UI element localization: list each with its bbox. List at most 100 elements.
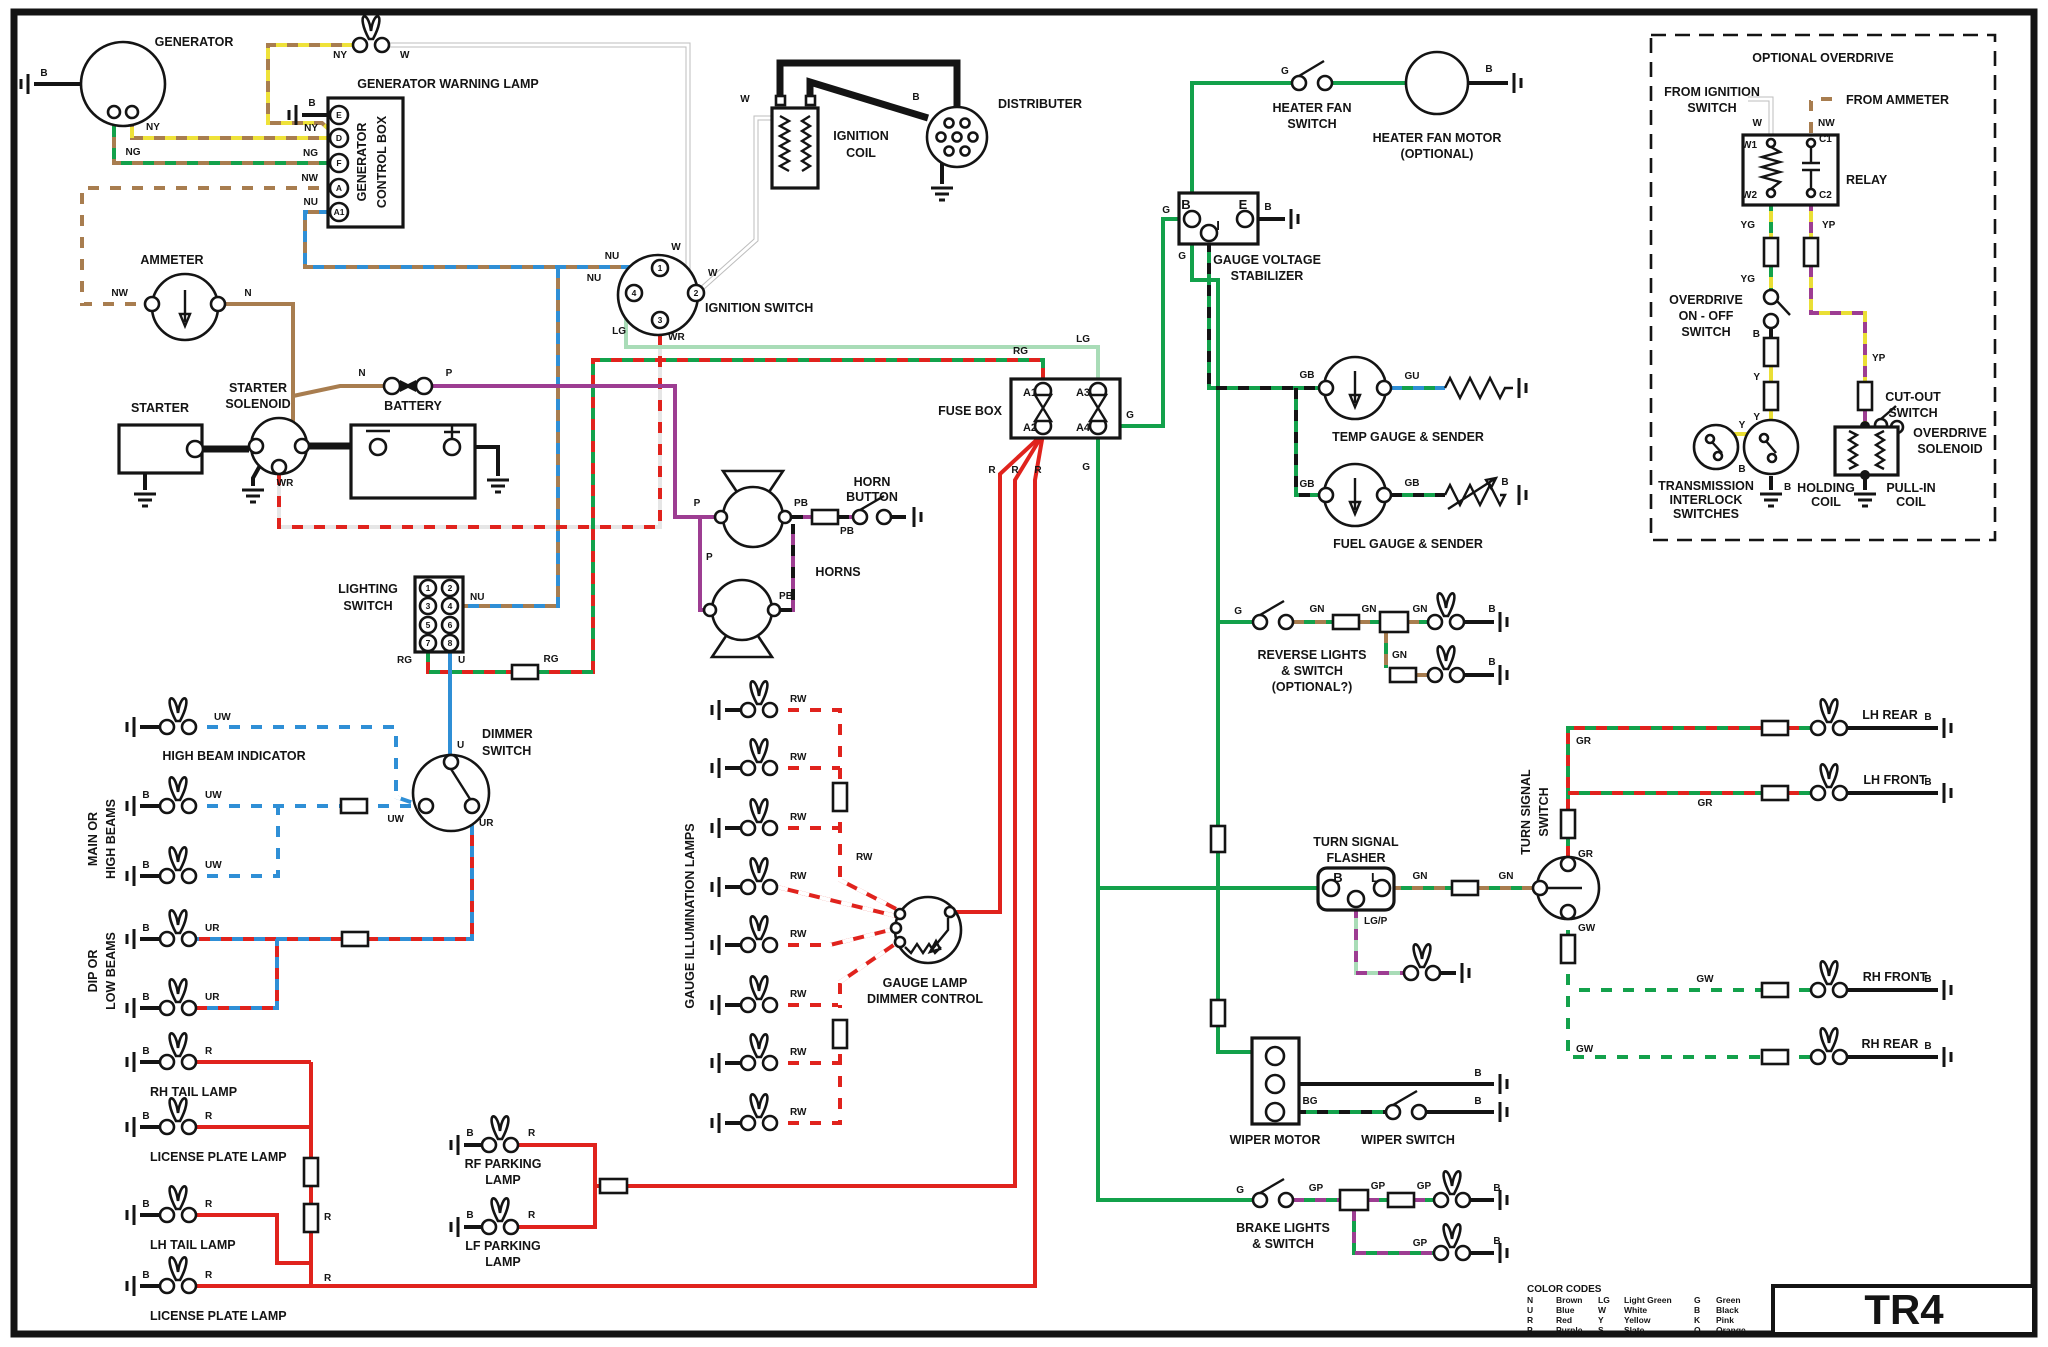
label: RH FRONT [1863, 970, 1928, 984]
wire-code: B [142, 1199, 149, 1210]
label: COIL [1811, 495, 1841, 509]
terminal-id: E [336, 110, 342, 120]
wire-code: UR [479, 818, 494, 829]
horn-symbol [721, 485, 785, 549]
color-codes-legend: COLOR CODES N Brown U Blue R Red P Purpl… [1527, 1284, 1746, 1335]
label: RF PARKING [465, 1157, 542, 1171]
wire-code: B [912, 92, 919, 103]
terminal-id: A4 [1076, 422, 1091, 434]
wire-code: B [1474, 1068, 1481, 1079]
wire-code: GB [1300, 370, 1315, 381]
wire-code: Y [1753, 372, 1760, 383]
fuse [1559, 808, 1577, 840]
label: GAUGE VOLTAGE [1213, 253, 1321, 267]
fuse [1762, 336, 1780, 368]
fuse [1386, 1191, 1416, 1209]
plus-sign [444, 424, 460, 440]
label: SWITCH [482, 744, 531, 758]
battery-box [349, 423, 477, 500]
wire [1190, 227, 1266, 1054]
label: FUSE BOX [938, 404, 1003, 418]
label: FROM AMMETER [1846, 93, 1949, 107]
wire-code: RW [790, 812, 807, 823]
terminal [1805, 137, 1817, 149]
label: LH TAIL LAMP [150, 1238, 236, 1252]
wire-code: GB [1405, 478, 1420, 489]
wire-dash [196, 806, 280, 878]
wire-code: R [1011, 465, 1019, 476]
legend-code: W [1598, 1305, 1607, 1315]
terminal [774, 94, 787, 107]
wire [80, 186, 330, 306]
fuse [1388, 666, 1418, 684]
terminal-id: F [336, 158, 341, 168]
terminal-id: 6 [448, 620, 453, 630]
label: INTERLOCK [1670, 493, 1743, 507]
battery-pos-terminal [442, 437, 462, 457]
terminal-id: 8 [448, 638, 453, 648]
variable-resistor [1443, 476, 1507, 511]
terminal-id: B [1181, 197, 1190, 212]
legend-name: Orange [1716, 1325, 1746, 1335]
wire-dash [266, 43, 353, 134]
terminal-id: 1 [658, 263, 663, 273]
reverse-switch [1251, 599, 1295, 631]
wire-code: RG [397, 655, 412, 666]
label: SWITCH [1681, 325, 1730, 339]
wire [806, 77, 930, 122]
wire-code: RW [790, 694, 807, 705]
terminal [1559, 903, 1577, 921]
terminal-id: 3 [426, 601, 431, 611]
label: HIGH BEAMS [104, 799, 118, 879]
dimmer-blade [449, 768, 472, 800]
wire-code: B [1485, 64, 1492, 75]
relay-box [1741, 133, 1840, 207]
label: STABILIZER [1231, 269, 1304, 283]
legend-name: Red [1556, 1315, 1572, 1325]
fuse [1209, 998, 1227, 1028]
lighting-switch-terminals [418, 578, 460, 653]
wire [432, 384, 714, 519]
relay-capacitor [1802, 147, 1820, 189]
battery-neg-terminal [368, 437, 388, 457]
legend-code: O [1694, 1325, 1701, 1335]
wire [776, 59, 961, 106]
terminal [650, 258, 670, 278]
labels: GENERATOR GENERATOR WARNING LAMP GENERAT… [86, 35, 1987, 1323]
label: BRAKE LIGHTS [1236, 1221, 1330, 1235]
legend-code: S [1598, 1325, 1604, 1335]
wire-code: UR [205, 992, 220, 1003]
terminal-id: E [1239, 197, 1248, 212]
wire-dash [777, 766, 840, 830]
wire-code: B [1488, 657, 1495, 668]
label: WIPER MOTOR [1230, 1133, 1321, 1147]
terminal-id: 4 [448, 601, 453, 611]
terminal [1765, 187, 1777, 199]
terminal-id: 5 [426, 620, 431, 630]
terminal [1375, 486, 1393, 504]
legend-code: K [1694, 1315, 1701, 1325]
wire-dash [130, 119, 330, 140]
label: LH FRONT [1863, 773, 1927, 787]
wire-code: B [142, 860, 149, 871]
generator-symbol [79, 40, 167, 128]
label: STARTER [229, 381, 287, 395]
fuse [810, 508, 840, 526]
terminal-id: A2 [1023, 422, 1037, 434]
wire-dash [1809, 97, 1843, 137]
terminal-id: A3 [1076, 387, 1090, 399]
fuse [1760, 1048, 1790, 1066]
wire-code: W [708, 268, 718, 279]
fuse [302, 1202, 320, 1234]
terminal-label: C2 [1819, 190, 1832, 201]
wire-dash [538, 358, 1045, 674]
wire-code: YG [1741, 274, 1756, 285]
wire-code: B [1474, 1096, 1481, 1107]
terminal [124, 104, 140, 120]
wire-code: RW [790, 1107, 807, 1118]
terminal [209, 295, 227, 313]
wire-code: P [706, 552, 713, 563]
title-box [1771, 1284, 2036, 1336]
wire-code: B [142, 790, 149, 801]
